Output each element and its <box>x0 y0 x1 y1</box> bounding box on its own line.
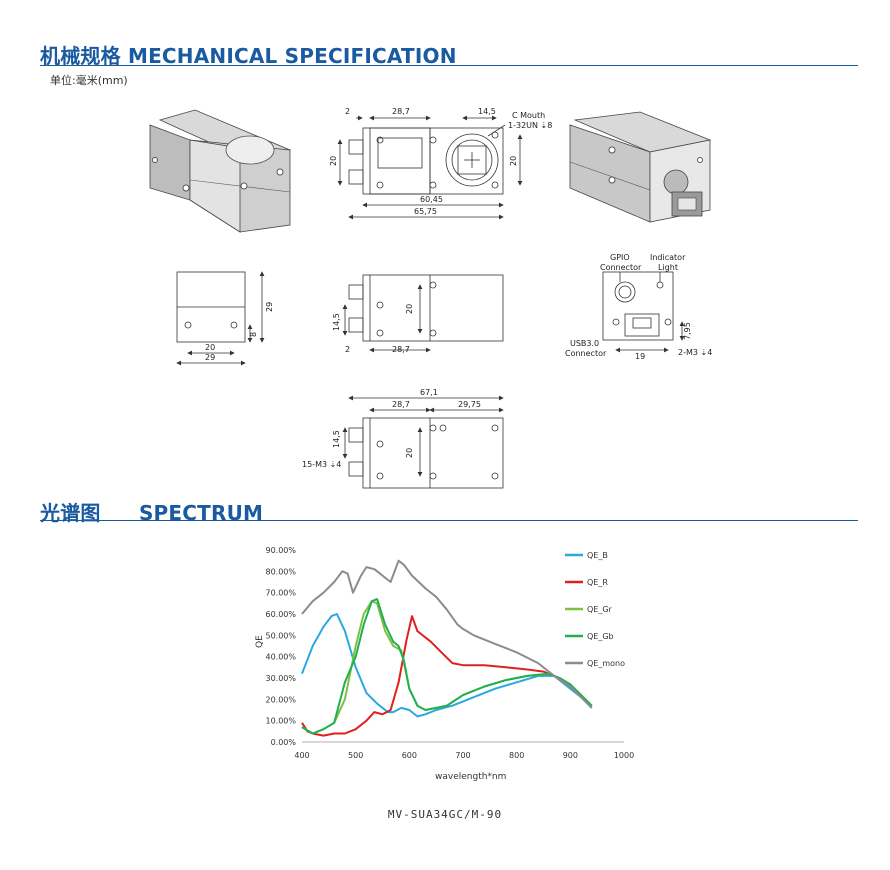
c-mouth-label: C Mouth <box>512 111 545 120</box>
dim-bottom-28-7: 28,7 <box>392 400 410 409</box>
spectrum-title-en: SPECTRUM <box>138 501 264 525</box>
series-line-qe-gb <box>301 598 593 735</box>
x-tick-label: 600 <box>402 751 417 760</box>
gpio-label: GPIO <box>610 253 630 262</box>
series-line-qe-r <box>301 615 593 737</box>
y-tick-label: 30.00% <box>265 674 296 683</box>
x-axis-label: wavelength*nm <box>435 772 506 782</box>
mechanical-section-title: 机械规格 MECHANICAL SPECIFICATION <box>40 44 457 68</box>
dim-bottom-20: 20 <box>405 448 414 458</box>
mechanical-section-rule <box>40 65 858 66</box>
y-tick-label: 20.00% <box>265 695 296 704</box>
x-tick-label: 900 <box>563 751 578 760</box>
dim-bottom-67-1: 67,1 <box>420 388 438 397</box>
x-tick-label: 1000 <box>614 751 634 760</box>
dim-front-2: 2 <box>345 107 350 116</box>
indicator-label: Indicator <box>650 253 686 262</box>
dim-side-20: 20 <box>205 343 215 352</box>
bottom-screw-label: 15-M3 ⇣4 <box>302 460 341 469</box>
camera-front-drawing <box>337 115 523 220</box>
dim-front-60-45: 60,45 <box>420 195 443 204</box>
y-tick-label: 80.00% <box>265 567 296 576</box>
chart-axes: 0.00% 10.00% 20.00% 30.00% 40.00% 50.00% 60.00… <box>265 546 634 760</box>
dim-side-8: 8 <box>249 332 258 337</box>
legend-label: QE_B <box>587 551 608 560</box>
dim-top-28-7: 28,7 <box>392 345 410 354</box>
dim-top-20: 20 <box>405 304 414 314</box>
dim-side-29-horizontal: 29 <box>205 353 215 362</box>
chart-series <box>301 559 593 737</box>
y-tick-label: 90.00% <box>265 546 296 555</box>
legend-label: QE_Gb <box>587 632 614 641</box>
series-line-qe-mono <box>301 559 593 709</box>
x-tick-label: 800 <box>509 751 524 760</box>
y-tick-label: 50.00% <box>265 631 296 640</box>
dim-bottom-29-75: 29,75 <box>458 400 481 409</box>
legend-label: QE_Gr <box>587 605 613 614</box>
dim-top-14-5: 14,5 <box>332 313 341 331</box>
y-tick-label: 60.00% <box>265 610 296 619</box>
camera-top-drawing <box>342 274 504 353</box>
spectrum-section-rule <box>40 520 858 521</box>
dim-rear-19: 19 <box>635 352 645 361</box>
unit-note: 单位:毫米(mm) <box>50 74 128 87</box>
y-tick-label: 10.00% <box>265 717 296 726</box>
dim-side-29-vertical: 29 <box>265 302 274 312</box>
x-tick-label: 700 <box>455 751 470 760</box>
series-line-qe-b <box>301 613 593 718</box>
spectrum-title-cn: 光谱图 <box>40 501 101 525</box>
c-mouth-thread-label: 1-32UN ⇣8 <box>508 121 552 130</box>
dim-front-20-left: 20 <box>329 156 338 166</box>
qe-chart: QE wavelength*nm 0.00% 10.00% 20.00% 30.00%… <box>255 546 634 782</box>
y-tick-label: 0.00% <box>271 738 297 747</box>
camera-side-drawing <box>176 271 265 366</box>
usb-connector-label: Connector <box>565 349 607 358</box>
camera-3d-front-view <box>149 109 292 233</box>
gpio-connector-label: Connector <box>600 263 642 272</box>
dim-bottom-14-5: 14,5 <box>332 430 341 448</box>
y-tick-label: 40.00% <box>265 653 296 662</box>
dim-rear-7-95: 7,95 <box>683 322 692 340</box>
y-tick-label: 70.00% <box>265 589 296 598</box>
legend-label: QE_mono <box>587 659 625 668</box>
y-axis-label: QE <box>255 635 265 648</box>
dim-front-20-right: 20 <box>509 156 518 166</box>
dim-front-65-75: 65,75 <box>414 207 437 216</box>
mechanical-drawings: 2 28,7 14,5 C Mouth 1-32UN ⇣8 20 20 60,4… <box>149 107 712 489</box>
camera-rear-drawing <box>602 271 685 353</box>
legend-label: QE_R <box>587 578 608 587</box>
rear-screw-label: 2-M3 ⇣4 <box>678 348 712 357</box>
indicator-light-label: Light <box>658 263 678 272</box>
camera-3d-rear-view <box>569 111 712 223</box>
x-tick-label: 500 <box>348 751 363 760</box>
dim-front-14-5: 14,5 <box>478 107 496 116</box>
usb-label: USB3.0 <box>570 339 599 348</box>
dim-top-2: 2 <box>345 345 350 354</box>
dim-front-28-7: 28,7 <box>392 107 410 116</box>
camera-bottom-drawing <box>342 395 504 489</box>
model-number: MV-SUA34GC/M-90 <box>387 808 503 821</box>
x-tick-label: 400 <box>294 751 309 760</box>
spectrum-section-title: 光谱图 SPECTRUM <box>40 497 263 526</box>
series-line-qe-gr <box>301 600 593 735</box>
